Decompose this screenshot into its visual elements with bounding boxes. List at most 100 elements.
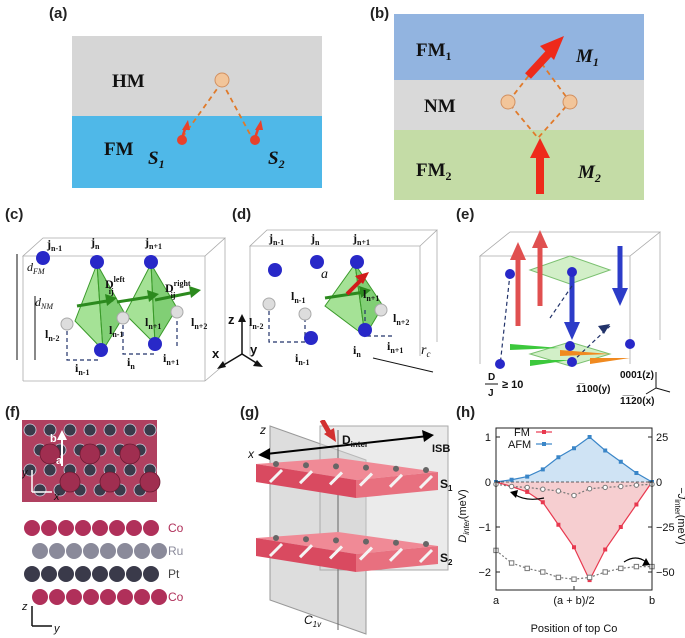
svg-text:a: a <box>56 455 63 467</box>
svg-text:jn-1: jn-1 <box>268 231 284 247</box>
xtick-1: (a + b)/2 <box>553 595 594 607</box>
axis-arrows <box>510 490 650 566</box>
svg-text:J: J <box>488 388 494 399</box>
svg-text:jn: jn <box>90 235 100 251</box>
point-3-2 <box>524 565 530 572</box>
point-3-5 <box>571 576 577 582</box>
x-axis-label: Position of top Co <box>531 623 618 635</box>
svg-text:ln-1: ln-1 <box>291 289 305 305</box>
m2-label: M <box>577 162 596 183</box>
point-0-9 <box>634 502 639 507</box>
spin-arrows-red <box>510 230 548 326</box>
svg-text:in: in <box>353 343 361 359</box>
svg-text:Co: Co <box>168 590 184 604</box>
point-1-5 <box>572 446 576 451</box>
svg-text:≥ 10: ≥ 10 <box>502 379 523 391</box>
spin-arrow-2 <box>250 120 263 145</box>
series-line-2 <box>495 483 653 497</box>
svg-text:S2: S2 <box>440 551 453 567</box>
svg-text:jn-1: jn-1 <box>46 237 62 253</box>
moment-arrow-2 <box>530 138 550 194</box>
point-1-6 <box>587 435 592 439</box>
y-left-label: D <box>457 535 469 543</box>
svg-text:Dinter: Dinter <box>342 433 368 449</box>
point-1-9 <box>634 471 639 475</box>
legend-afm: AFM <box>508 439 531 451</box>
dinter-arrow <box>319 420 336 442</box>
point-3-7 <box>602 569 608 575</box>
panel-d: jn-1 jn jn+1 a ln-2 ln-1 ln+1 ln+2 in-1 … <box>248 229 439 373</box>
xtick-2: b <box>649 595 655 607</box>
hm-label: HM <box>112 71 145 92</box>
fm1-layer <box>394 14 644 80</box>
point-3-8 <box>618 565 624 572</box>
point-0-5 <box>572 545 576 550</box>
point-2-3 <box>540 486 546 492</box>
svg-text:rc: rc <box>421 343 430 359</box>
svg-text:jn+1: jn+1 <box>352 231 370 247</box>
point-0-8 <box>618 525 623 529</box>
svg-text:a: a <box>321 267 328 282</box>
label-d: (d) <box>232 206 252 223</box>
svg-text:in+1: in+1 <box>163 351 179 367</box>
svg-text:M1: M1 <box>575 46 599 69</box>
spin2-label: S <box>268 148 279 169</box>
svg-text:in: in <box>127 355 135 371</box>
svg-text:dFM: dFM <box>27 260 46 276</box>
label-b: (b) <box>370 5 390 22</box>
point-0-4 <box>556 522 561 527</box>
point-2-1 <box>508 483 515 490</box>
point-2-9 <box>633 482 640 488</box>
hm-atom <box>214 72 230 88</box>
svg-text:0001(z): 0001(z) <box>620 370 654 381</box>
svg-text:in-1: in-1 <box>75 361 89 377</box>
xtick-0: a <box>493 595 500 607</box>
hm-layer <box>72 36 322 116</box>
point-3-1 <box>508 560 515 566</box>
spin-arrow-1 <box>177 120 190 145</box>
svg-text:in-1: in-1 <box>295 351 309 367</box>
panel-g: z x Dinter ISB S1 S2 C1v <box>248 420 453 635</box>
label-c: (c) <box>5 206 24 223</box>
svg-text:x: x <box>212 346 220 361</box>
svg-text:jn: jn <box>310 231 320 247</box>
panel-a: HM FM S1 S2 <box>72 36 322 188</box>
svg-text:Ru: Ru <box>168 544 183 558</box>
svg-text:ln-2: ln-2 <box>45 327 59 343</box>
fm2-label: FM <box>416 160 446 181</box>
svg-text:ln-1: ln-1 <box>109 323 123 339</box>
fm1-label: FM <box>416 40 446 61</box>
ytick-left-2: −1 <box>478 522 491 534</box>
svg-text:FM1: FM1 <box>416 40 452 63</box>
ytick-left-0: 1 <box>485 432 491 444</box>
svg-text:S1: S1 <box>440 477 453 493</box>
series-line-3 <box>495 549 652 580</box>
nm-label: NM <box>424 96 456 117</box>
point-1-7 <box>603 448 608 453</box>
svg-text:ln+2: ln+2 <box>191 315 207 331</box>
point-0-2 <box>525 489 530 494</box>
ytick-right-0: 25 <box>656 432 668 444</box>
label-e: (e) <box>456 206 475 223</box>
svg-text:M2: M2 <box>577 162 601 185</box>
svg-text:dNM: dNM <box>35 295 54 311</box>
ytick-left-3: −2 <box>478 567 491 579</box>
legend-fm: FM <box>514 427 530 439</box>
svg-text:b: b <box>50 433 57 445</box>
side-view <box>24 520 167 605</box>
svg-text:z: z <box>228 312 235 327</box>
svg-text:S2: S2 <box>268 148 285 171</box>
point-1-2 <box>525 474 530 479</box>
point-1-3 <box>540 467 545 472</box>
label-h: (h) <box>456 404 476 421</box>
label-g: (g) <box>240 404 260 421</box>
spin1-label: S <box>148 148 159 169</box>
spin-arrows-blue <box>564 246 628 340</box>
svg-text:y: y <box>250 342 258 357</box>
svg-text:in+1: in+1 <box>387 339 403 355</box>
series-fill-1 <box>496 437 652 482</box>
svg-text:x: x <box>53 491 60 503</box>
svg-text:S1: S1 <box>148 148 165 171</box>
